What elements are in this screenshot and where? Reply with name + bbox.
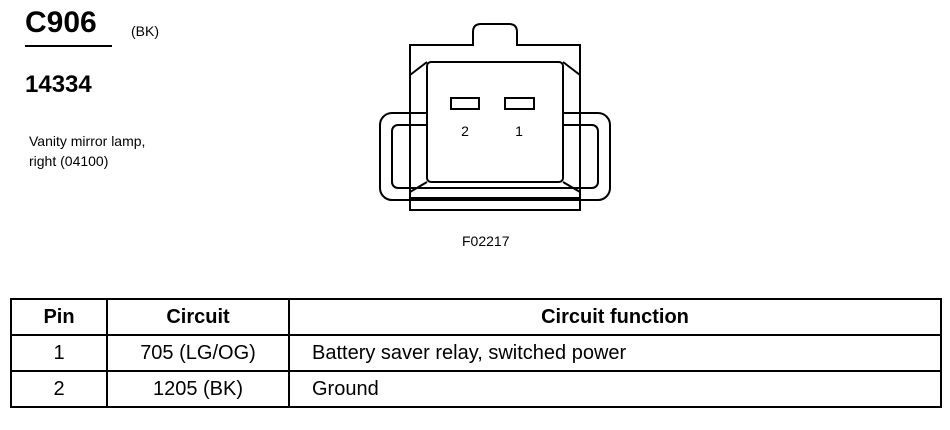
figure-code: F02217 <box>462 233 510 249</box>
pin-cavity-1 <box>504 97 535 110</box>
cell-pin: 1 <box>10 334 108 372</box>
connector-chamfer-bl <box>409 181 428 193</box>
connector-chamfer-tl <box>409 61 428 76</box>
connector-color-code: (BK) <box>131 23 159 39</box>
cell-circuit-function: Ground <box>288 370 942 408</box>
header-circuit: Circuit <box>106 298 290 336</box>
pin-label-1: 1 <box>515 123 523 139</box>
cell-pin: 2 <box>10 370 108 408</box>
connector-housing-outline <box>409 23 581 211</box>
cell-circuit: 705 (LG/OG) <box>106 334 290 372</box>
connector-id-underline <box>25 45 112 47</box>
pin-cavity-2 <box>450 97 480 110</box>
connector-chamfer-tr <box>562 61 581 76</box>
connector-face-body <box>426 61 564 183</box>
table-row: 1 705 (LG/OG) Battery saver relay, switc… <box>10 334 942 372</box>
cell-circuit: 1205 (BK) <box>106 370 290 408</box>
table-header-row: Pin Circuit Circuit function <box>10 298 942 336</box>
pin-circuit-table: Pin Circuit Circuit function 1 705 (LG/O… <box>10 298 942 408</box>
header-circuit-function: Circuit function <box>288 298 942 336</box>
connector-chamfer-br <box>562 181 581 193</box>
connector-description: Vanity mirror lamp, right (04100) <box>29 131 229 171</box>
description-line-2: right (04100) <box>29 153 109 169</box>
header-pin: Pin <box>10 298 108 336</box>
part-number: 14334 <box>25 71 92 98</box>
description-line-1: Vanity mirror lamp, <box>29 133 146 149</box>
connector-id: C906 <box>25 6 97 39</box>
connector-face-diagram: 2 1 <box>379 23 611 211</box>
cell-circuit-function: Battery saver relay, switched power <box>288 334 942 372</box>
pin-label-2: 2 <box>461 123 469 139</box>
table-row: 2 1205 (BK) Ground <box>10 370 942 408</box>
